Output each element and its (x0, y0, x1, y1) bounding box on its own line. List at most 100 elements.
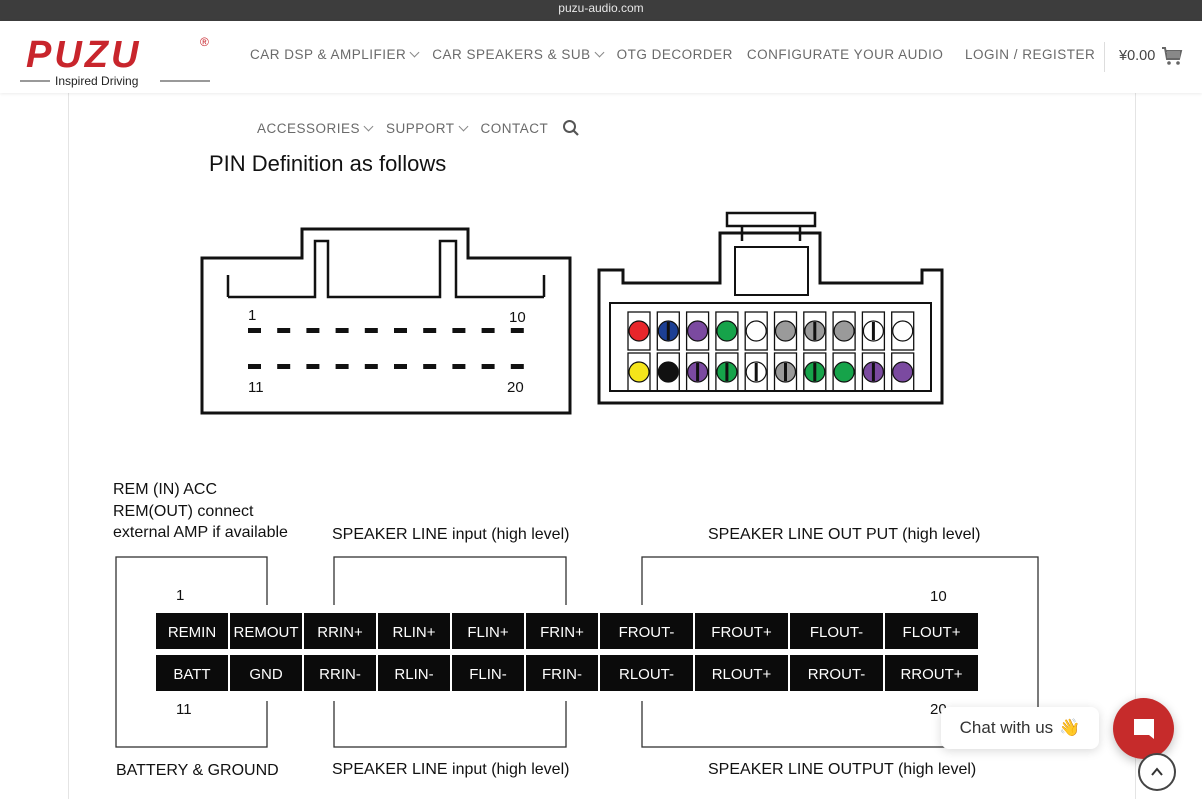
nav-support[interactable]: SUPPORT (386, 120, 468, 136)
label-rem-line2: REM(OUT) connect (113, 503, 254, 520)
nav-car-speakers-sub[interactable]: CAR SPEAKERS & SUB (432, 47, 605, 62)
nav-otg-decorder[interactable]: OTG DECORDER (616, 47, 733, 62)
nav-label: CAR SPEAKERS & SUB (432, 47, 591, 62)
site-header: PUZU ® Inspired Driving CAR DSP & AMPLIF… (0, 21, 1202, 93)
pin-label: FROUT- (619, 624, 675, 641)
pin-cell (790, 613, 883, 649)
pin-label: FLOUT- (810, 624, 863, 641)
connector-pin-dash (510, 328, 524, 333)
pin-cell (695, 655, 788, 691)
cart-total: ¥0.00 (1119, 48, 1156, 64)
pin-cell (885, 613, 978, 649)
label-speaker-out-top: SPEAKER LINE OUT PUT (high level) (708, 526, 980, 543)
waving-hand-icon: 👋 (1059, 718, 1081, 737)
url-text: puzu-audio.com (558, 1, 644, 15)
pin-cell (230, 655, 302, 691)
pin-label: REMOUT (234, 624, 299, 641)
connector-pin-dash (452, 328, 466, 333)
search-icon[interactable] (562, 119, 580, 137)
chevron-down-icon (409, 47, 420, 58)
pin-cell (304, 655, 376, 691)
brand-tagline: Inspired Driving (55, 74, 138, 88)
label-battery-ground: BATTERY & GROUND (116, 762, 279, 779)
connector-pin-dash (248, 328, 261, 333)
chevron-down-icon (594, 47, 605, 58)
connector-pin-10: 10 (509, 309, 526, 326)
pin-cell (452, 655, 524, 691)
pin-label: GND (249, 666, 283, 683)
chat-icon (1133, 718, 1154, 739)
chat-open-button[interactable] (1113, 698, 1174, 759)
wire-gray (833, 320, 855, 342)
pin-cell (378, 655, 450, 691)
puzu-logo[interactable]: PUZU ® Inspired Driving (20, 34, 220, 92)
pin-cell (156, 613, 228, 649)
main-nav: CAR DSP & AMPLIFIER CAR SPEAKERS & SUB O… (250, 47, 943, 62)
connector-pin-dash (394, 364, 407, 369)
chat-with-us-bubble[interactable]: Chat with us 👋 (941, 707, 1099, 749)
nav-accessories[interactable]: ACCESSORIES (257, 120, 374, 136)
label-speaker-out-bottom: SPEAKER LINE OUTPUT (high level) (708, 761, 976, 778)
nav-label: SUPPORT (386, 120, 455, 136)
nav-car-dsp-amplifier[interactable]: CAR DSP & AMPLIFIER (250, 47, 420, 62)
pin-label: RLOUT- (619, 666, 674, 683)
pin-cell (600, 655, 693, 691)
pin-cell (156, 655, 228, 691)
pin-cell (230, 613, 302, 649)
connector-pin-dash (481, 364, 495, 369)
cart-button[interactable]: ¥0.00 (1119, 46, 1183, 66)
scroll-to-top-button[interactable] (1138, 753, 1176, 791)
header-divider (1104, 42, 1105, 72)
chevron-down-icon (363, 121, 374, 131)
pin-cell (452, 613, 524, 649)
connector-pin-dash (335, 328, 349, 333)
registered-mark: ® (200, 35, 209, 49)
pin-label: FRIN+ (540, 624, 584, 641)
connector-pin-dashes (248, 328, 524, 369)
connector-pin-dash (481, 328, 495, 333)
pin-label: FROUT+ (711, 624, 772, 641)
pin-number-10: 10 (930, 588, 947, 605)
login-register-link[interactable]: LOGIN / REGISTER (965, 47, 1096, 62)
pin-label: FLIN- (469, 666, 507, 683)
connector-pin-dash (423, 364, 437, 369)
connector-pin-dash (364, 328, 378, 333)
content-area (68, 93, 1136, 799)
nav-configurate-audio[interactable]: CONFIGURATE YOUR AUDIO (746, 47, 944, 62)
wire-purple (892, 361, 914, 383)
connector-pin-20: 20 (507, 379, 524, 396)
browser-url-bar[interactable]: puzu-audio.com (0, 0, 1202, 21)
pin-label: RLIN- (394, 666, 433, 683)
pin-cell (790, 655, 883, 691)
cart-icon (1162, 47, 1183, 65)
wire-yellow (628, 361, 650, 383)
pin-label: RROUT+ (900, 666, 962, 683)
label-rem-line1: REM (IN) ACC (113, 481, 217, 498)
pin-cell (526, 613, 598, 649)
wire-color-grid (627, 311, 915, 392)
wire-black (657, 361, 679, 383)
connector-pin-dash (248, 364, 261, 369)
chevron-down-icon (458, 121, 468, 131)
connector-pin-dash (423, 328, 437, 333)
pin-number-1: 1 (176, 587, 184, 604)
pin-cell (526, 655, 598, 691)
wire-red (628, 320, 650, 342)
connector-pin-dash (277, 364, 291, 369)
nav-contact[interactable]: CONTACT (480, 120, 549, 136)
connector-pin-dash (277, 328, 291, 333)
connector-pin-dash (452, 364, 466, 369)
connector-pin-dash (306, 364, 320, 369)
label-rem-line3: external AMP if available (113, 524, 288, 541)
pin-cell (600, 613, 693, 649)
connector-pin-dash (306, 328, 320, 333)
pin-label: RRIN- (319, 666, 361, 683)
pin-label: BATT (173, 666, 210, 683)
wire-purple (686, 320, 709, 342)
wire-green (716, 320, 738, 342)
nav-label: ACCESSORIES (257, 120, 361, 136)
pin-label: FRIN- (542, 666, 582, 683)
brand-name: PUZU (26, 34, 141, 76)
